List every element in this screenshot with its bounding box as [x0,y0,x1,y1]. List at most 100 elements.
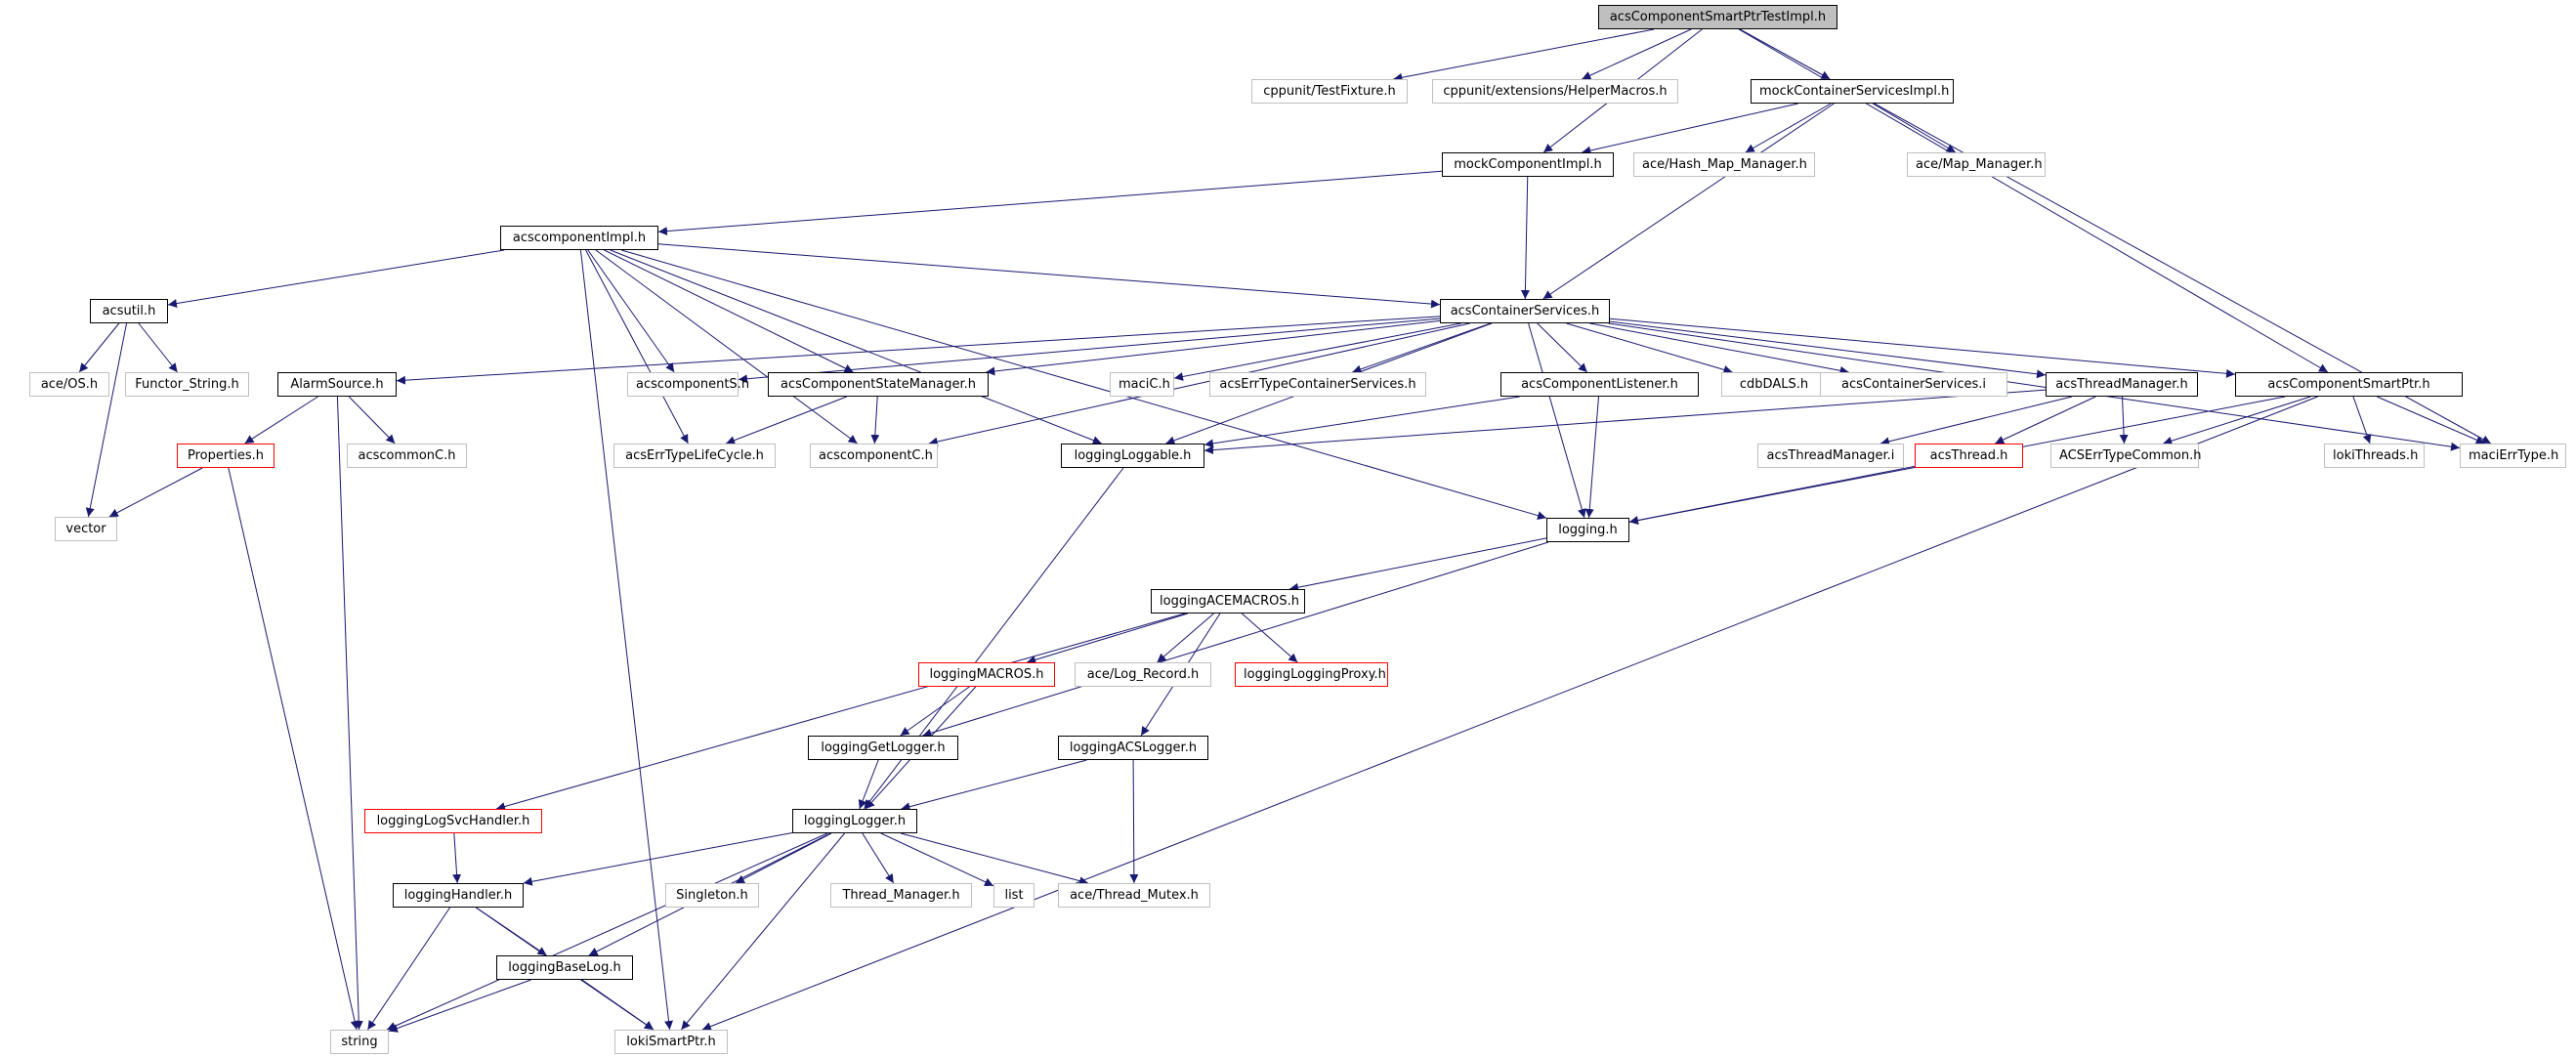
edge-smartptr-to-errcommon [2163,396,2311,445]
edge-logger-to-lokismartptr [681,832,845,1031]
graph-node-baselog[interactable]: loggingBaseLog.h [496,955,633,980]
edge-properties-to-string [228,467,359,1031]
edge-logger-to-list [880,832,994,887]
edge-acscompimpl-to-loggable [610,249,1102,444]
edge-acscs-to-cdbdals [1566,322,1733,374]
edge-acslogger-to-threadmutex [1129,759,1139,884]
edge-acscompimpl-to-lifecycle [585,249,689,444]
graph-node-acemacros[interactable]: loggingACEMACROS.h [1151,589,1305,614]
graph-node-properties[interactable]: Properties.h [177,444,274,468]
edge-logmacros-to-getlogger [900,686,970,737]
edge-smartptr-to-macierr [2377,396,2485,444]
graph-node-loggable[interactable]: loggingLoggable.h [1061,444,1204,468]
graph-node-lifecycle: acsErrTypeLifeCycle.h [613,444,776,468]
edge-statemgr-to-acscompC [870,396,880,444]
graph-node-getlogger[interactable]: loggingGetLogger.h [808,736,958,760]
graph-node-lokismartptr: lokiSmartPtr.h [614,1030,728,1054]
graph-node-root[interactable]: acsComponentSmartPtrTestImpl.h [1598,5,1837,29]
edge-logger-to-threadmanager [862,832,895,884]
edge-root-to-helpermacros [1582,28,1692,80]
edge-threadmgr-to-acsthread [1995,396,2096,444]
edge-alarmsource-to-string [336,396,363,1031]
edge-acsthread-to-logging [1628,465,1916,525]
graph-node-functor: Functor_String.h [125,372,249,397]
graph-node-listener[interactable]: acsComponentListener.h [1500,372,1699,397]
edge-getlogger-to-logger [858,759,879,810]
graph-node-lokithreads: lokiThreads.h [2324,444,2425,468]
edge-acscompimpl-to-acsutil [167,249,505,308]
graph-node-alarmsource[interactable]: AlarmSource.h [277,372,397,397]
graph-node-logrecord: ace/Log_Record.h [1075,662,1211,687]
edge-acslogger-to-logger [901,759,1087,812]
edge-acscompimpl-to-statemgr [604,249,854,373]
edge-acscs-to-statemgr [986,319,1441,376]
edge-threadmgr-to-errcommon [2119,396,2129,444]
graph-node-handler[interactable]: loggingHandler.h [393,883,524,908]
edge-acscs-to-macic [1173,322,1461,381]
edge-acscs-to-csi [1589,322,1849,375]
edge-root-to-smartptr [1738,28,2329,373]
graph-node-acsutil[interactable]: acsutil.h [90,299,168,323]
graph-node-macierr: maciErrType.h [2460,444,2566,468]
edge-threadmgr-to-loggable [1204,389,2047,455]
edge-acsutil-to-aceos [78,322,120,373]
edge-threadmgr-to-threadmgri [1879,396,2073,446]
edge-baselog-to-string [388,979,531,1033]
graph-node-smartptr[interactable]: acsComponentSmartPtr.h [2235,372,2463,397]
graph-node-threadmgr[interactable]: acsThreadManager.h [2046,372,2198,397]
graph-node-acscompC: acscomponentC.h [810,444,938,468]
edge-acscs-to-threadmgr [1609,320,2047,379]
graph-node-logmacros[interactable]: loggingMACROS.h [918,662,1055,687]
edge-acscompimpl-to-acscs [657,243,1441,309]
edge-acscompimpl-to-acscompS [587,249,675,373]
graph-node-vector: vector [55,517,117,541]
graph-node-threadmanager: Thread_Manager.h [830,883,972,908]
graph-node-logger[interactable]: loggingLogger.h [792,809,917,833]
edge-acemacros-to-svchandler [495,613,1186,811]
edge-mockcompimpl-to-acscs [1520,176,1530,300]
graph-node-logproxy[interactable]: loggingLoggingProxy.h [1235,662,1388,687]
edge-acscompimpl-to-acscompC [595,249,858,444]
edge-acscs-to-smartptr [1609,317,2236,378]
edge-svchandler-to-handler [452,832,462,884]
edge-baselog-to-lokismartptr [581,979,655,1031]
graph-node-logging[interactable]: logging.h [1546,518,1629,542]
edge-mockcsimpl-to-hashmap [1745,103,1832,153]
graph-node-mockcsimpl[interactable]: mockContainerServicesImpl.h [1751,79,1954,104]
edge-acscompimpl-to-logging [621,249,1547,521]
graph-node-acscs[interactable]: acsContainerServices.h [1440,299,1610,323]
edge-mockcompimpl-to-acscompimpl [657,170,1443,236]
graph-node-hashmap: ace/Hash_Map_Manager.h [1633,152,1815,177]
edge-statemgr-to-lifecycle [726,396,847,444]
graph-node-mapmgr: ace/Map_Manager.h [1907,152,2046,177]
edge-listener-to-logging [1584,396,1599,519]
graph-node-mockcompimpl[interactable]: mockComponentImpl.h [1442,152,1614,177]
graph-node-list: list [993,883,1035,908]
edge-smartptr-to-lokithreads [2352,396,2372,444]
edge-acsutil-to-functor [138,322,178,373]
graph-node-acslogger[interactable]: loggingACSLogger.h [1058,736,1208,760]
edge-logger-to-string [386,832,828,1031]
edge-logger-to-handler [523,831,793,886]
graph-node-acscompimpl[interactable]: acscomponentImpl.h [500,226,658,250]
edge-smartptr-to-lokismartptr [701,396,2318,1031]
graph-node-svchandler[interactable]: loggingLogSvcHandler.h [364,809,542,833]
graph-node-threadmutex: ace/Thread_Mutex.h [1058,883,1210,908]
edge-handler-to-string [367,907,450,1031]
graph-node-string: string [330,1030,389,1054]
edge-logging-to-getlogger [922,541,1549,738]
edge-loggable-to-logger [864,467,1124,810]
edge-acemacros-to-logproxy [1241,613,1298,663]
edge-acemacros-to-logrecord [1157,613,1214,663]
edge-acscompimpl-to-lokismartptr [579,249,674,1031]
edge-root-to-testfixture [1393,28,1655,82]
graph-node-statemgr[interactable]: acsComponentStateManager.h [768,372,989,397]
graph-node-cdbdals: cdbDALS.h [1721,372,1827,397]
edge-mockcsimpl-to-mockcompimpl [1582,103,1798,155]
edge-mockcsimpl-to-acscs [1542,103,1835,300]
graph-node-acsthread[interactable]: acsThread.h [1915,444,2023,468]
edge-acscs-to-listener [1537,322,1588,373]
edge-properties-to-vector [108,467,203,518]
edge-alarmsource-to-properties [244,396,318,444]
